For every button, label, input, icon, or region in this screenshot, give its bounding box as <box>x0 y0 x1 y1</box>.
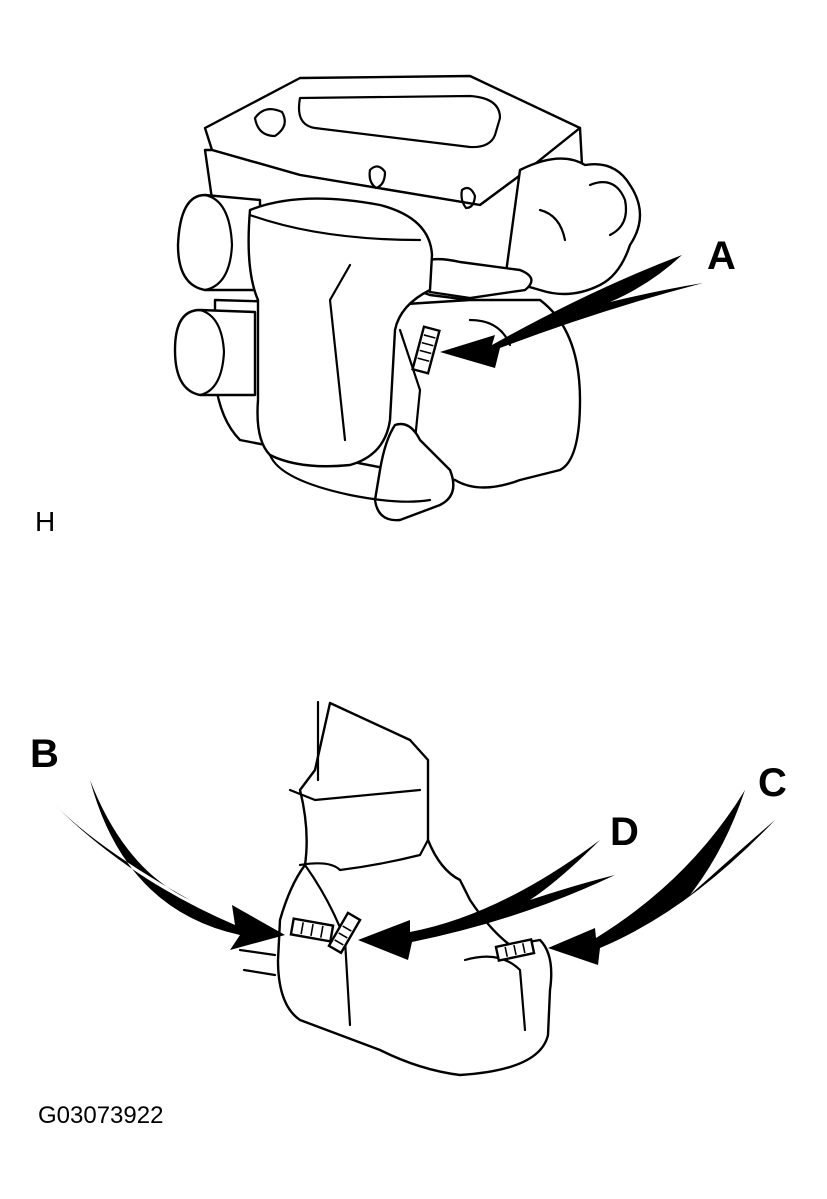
arrow-b <box>55 780 285 950</box>
arrow-d <box>358 840 615 960</box>
transmission-drawing <box>55 700 775 1077</box>
label-d: D <box>610 810 639 854</box>
view-label: H <box>35 506 56 537</box>
arrow-c <box>548 790 775 965</box>
figure-code: G03073922 <box>38 1102 164 1129</box>
label-a: A <box>707 234 736 278</box>
engine-drawing <box>173 74 703 522</box>
arrow-a <box>440 255 703 368</box>
label-c: C <box>758 761 787 805</box>
label-b: B <box>30 732 59 776</box>
